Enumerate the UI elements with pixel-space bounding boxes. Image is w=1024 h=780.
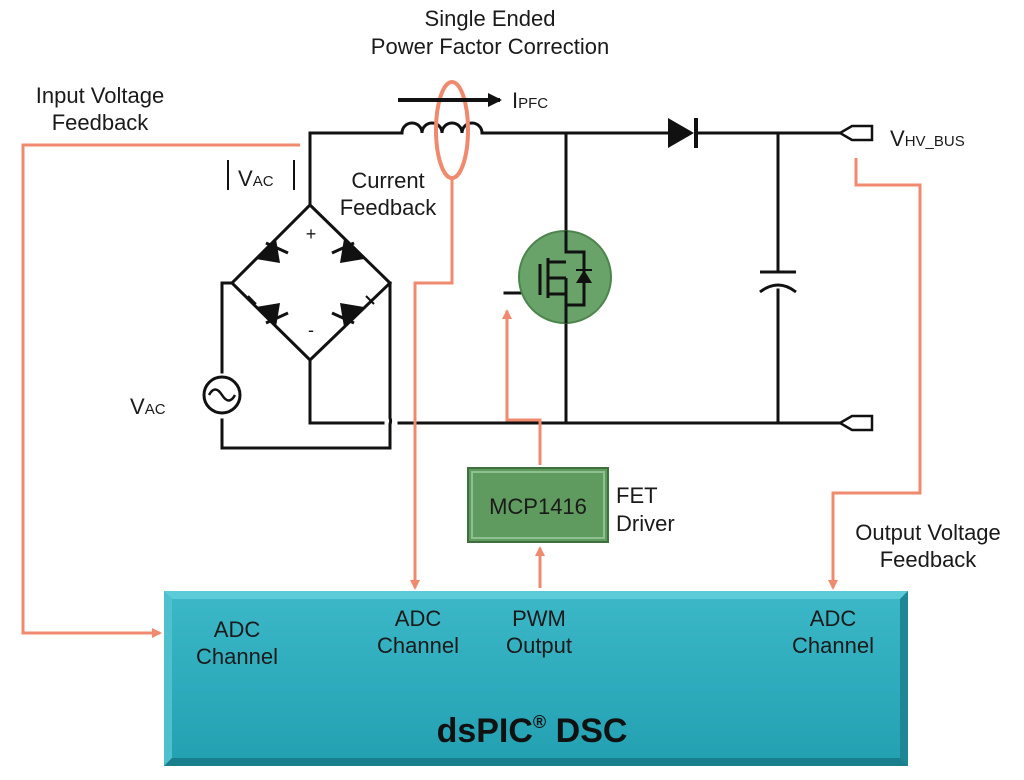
mosfet-icon — [518, 230, 612, 324]
dsc-block — [164, 591, 908, 766]
adc-channel-3-line-1: ADC — [810, 606, 857, 631]
bridge-rectifier-icon — [229, 202, 393, 363]
bridge-minus: - — [308, 320, 314, 340]
input-voltage-feedback-label-2: Feedback — [52, 110, 150, 135]
feedback-lines — [21, 143, 922, 638]
dsc-title: dsPIC® DSC — [437, 712, 628, 750]
title-line-2: Power Factor Correction — [371, 34, 609, 59]
current-feedback-label-2: Feedback — [340, 195, 438, 220]
output-voltage-feedback-label-1: Output Voltage — [855, 520, 1001, 545]
capacitor-icon — [759, 270, 797, 294]
adc-channel-3-line-2: Channel — [792, 633, 874, 658]
diode-icon — [668, 118, 698, 148]
ipfc-label: IPFC — [512, 88, 548, 113]
input-voltage-feedback-label-1: Input Voltage — [36, 83, 164, 108]
adc-channel-1-line-2: Channel — [196, 644, 278, 669]
inductor-icon — [400, 121, 484, 135]
vac-label: VAC — [130, 394, 166, 419]
pwm-output-line-1: PWM — [512, 606, 566, 631]
ac-source-icon — [202, 375, 242, 415]
adc-channel-2-line-1: ADC — [395, 606, 442, 631]
output-terminal-bottom — [837, 414, 874, 432]
adc-channel-2-line-2: Channel — [377, 633, 459, 658]
vac-abs-label: VAC — [238, 166, 274, 191]
current-feedback-label-1: Current — [351, 168, 424, 193]
bridge-plus: + — [306, 224, 317, 244]
pwm-output-line-2: Output — [506, 633, 572, 658]
fet-driver-label-1: FET — [616, 483, 658, 508]
title-line-1: Single Ended — [425, 6, 556, 31]
adc-channel-1-line-1: ADC — [214, 617, 261, 642]
output-terminal-top — [837, 124, 874, 142]
fet-driver-block — [467, 467, 609, 543]
vbus-label: VHV_BUS — [890, 126, 965, 151]
driver-name: MCP1416 — [489, 494, 587, 519]
fet-driver-label-2: Driver — [616, 511, 675, 536]
output-voltage-feedback-label-2: Feedback — [880, 547, 978, 572]
